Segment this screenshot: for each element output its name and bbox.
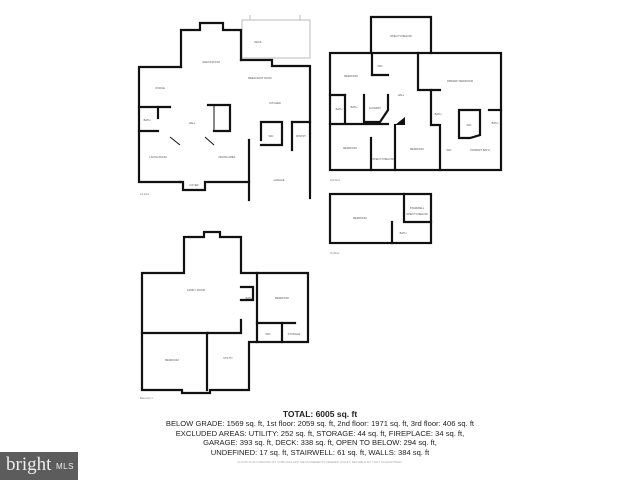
room-label: WIC	[466, 123, 471, 127]
logo-suffix: MLS	[56, 462, 74, 471]
floor-label: 3rd Floor	[330, 252, 340, 255]
first-floor-plan: DECK GREAT ROOM BREAKFAST NOOK OFFICE KI…	[137, 15, 312, 202]
room-label: WIC	[446, 148, 451, 152]
room-label: WIC	[377, 64, 382, 68]
room-label: BEDROOM	[410, 147, 423, 151]
room-label: BATH	[246, 296, 253, 300]
room-label: STORAGE	[288, 332, 301, 336]
room-label: HALL	[398, 93, 405, 97]
floor-label: 1st Floor	[140, 193, 150, 196]
room-label: BATH	[351, 105, 358, 109]
logo-brand: bright	[6, 454, 52, 475]
room-label: STAIRWELL	[410, 206, 425, 210]
floor-label: 2nd Floor	[330, 179, 340, 182]
room-label: LIVING ROOM	[149, 155, 166, 159]
room-label: LAUNDRY	[369, 106, 382, 110]
room-label: GARAGE	[273, 178, 284, 182]
floor-plan-drawing: DECK GREAT ROOM BREAKFAST NOOK OFFICE KI…	[137, 15, 503, 400]
room-label: BEDROOM	[343, 146, 356, 150]
room-label: OFFICE	[155, 86, 165, 90]
total-area: TOTAL: 6005 sq. ft	[282, 409, 358, 419]
room-label: FAMILY ROOM	[187, 288, 205, 292]
room-label: DINING AREA	[219, 155, 236, 159]
room-label: KITCHEN	[269, 101, 281, 105]
area-line: UNDEFINED: 17 sq. ft, STAIRWELL: 61 sq. …	[210, 447, 430, 457]
room-label: BREAKFAST NOOK	[248, 76, 272, 80]
room-label: WIC	[268, 134, 273, 138]
area-line: EXCLUDED AREAS: UTILITY: 252 sq. ft, STO…	[175, 428, 465, 438]
room-label: BATH	[400, 231, 407, 235]
room-label: GREAT ROOM	[202, 60, 220, 64]
room-label: OPEN TO BELOW	[406, 212, 428, 216]
area-line: GARAGE: 393 sq. ft, DECK: 338 sq. ft, OP…	[203, 438, 437, 448]
room-label: PANTRY	[296, 134, 307, 138]
room-label: BATH	[435, 112, 442, 116]
floor-label: Basement 1	[140, 397, 153, 400]
room-label: HALL	[189, 121, 196, 125]
room-label: OPEN TO BELOW	[390, 34, 412, 38]
area-line: BELOW GRADE: 1569 sq. ft, 1st floor: 205…	[165, 419, 475, 428]
area-summary: TOTAL: 6005 sq. ft BELOW GRADE: 1569 sq.…	[0, 409, 640, 464]
room-label: OPEN TO BELOW	[372, 157, 394, 161]
room-label: BEDROOM	[165, 358, 178, 362]
disclaimer-note: FLOOR PLAN CREATED BY CUBICASA APP. MEAS…	[237, 460, 403, 465]
room-label: WIC	[265, 332, 270, 336]
room-label: PRIMARY BATH	[470, 148, 489, 152]
third-floor-plan: BEDROOM STAIRWELL OPEN TO BELOW BATH 3rd…	[328, 192, 433, 255]
bright-mls-logo: bright MLS	[0, 452, 78, 480]
room-label: PRIMARY BEDROOM	[447, 79, 473, 83]
second-floor-plan: OPEN TO BELOW BEDROOM WIC PRIMARY BEDROO…	[328, 15, 503, 182]
room-label: BEDROOM	[344, 74, 357, 78]
room-label: BEDROOM	[275, 296, 288, 300]
room-label: BATH	[144, 118, 151, 122]
room-label: DECK	[254, 40, 261, 44]
room-label: FOYER	[190, 183, 199, 187]
room-label: BEDROOM	[353, 216, 366, 220]
room-label: BATH	[336, 107, 343, 111]
basement-plan: FAMILY ROOM BATH BEDROOM WIC STORAGE BED…	[140, 230, 310, 400]
room-label: BATH	[492, 121, 499, 125]
room-label: UTILITY	[223, 356, 233, 360]
